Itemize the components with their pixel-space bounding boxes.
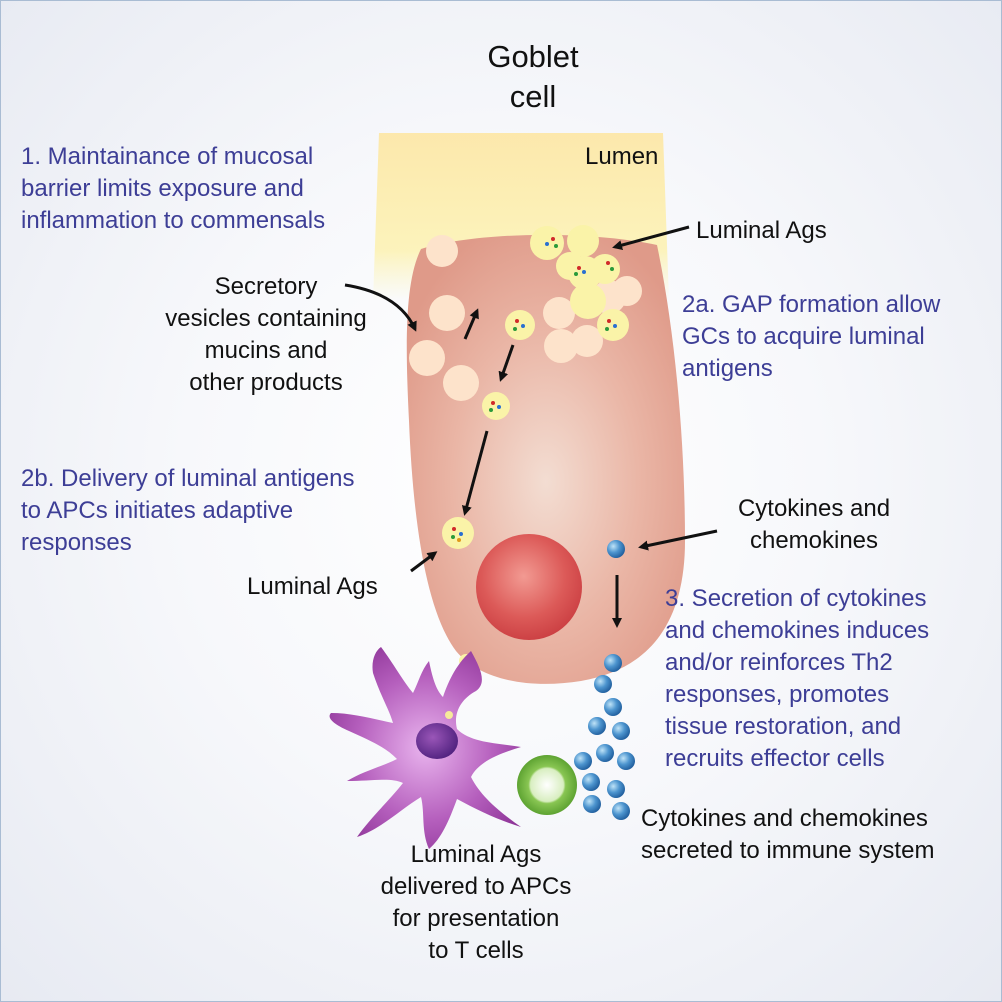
cytokine-particles xyxy=(574,540,635,820)
luminal-ags-left-label: Luminal Ags xyxy=(247,573,378,600)
goblet-cell-body xyxy=(406,234,685,684)
delivered-to-apcs-label: Luminal Ags delivered to APCs for presen… xyxy=(380,841,572,964)
arrow-cytokines-in xyxy=(638,529,718,551)
arrow-vesicle-path-1 xyxy=(498,344,515,382)
lumen-label: Lumen xyxy=(585,143,659,170)
step-2a-text: 2a. GAP formation allow GCs to acquire l… xyxy=(682,291,941,382)
step-1-text: 1. Maintainance of mucosal barrier limit… xyxy=(21,143,326,234)
step-3-text: 3. Secretion of cytokines and chemokines… xyxy=(665,585,930,772)
arrow-vesicle-path-2 xyxy=(461,430,489,516)
t-cell xyxy=(517,755,577,815)
arrow-luminal-ags-top xyxy=(612,225,690,251)
cytokines-bottom-label: Cytokines and chemokines secreted to imm… xyxy=(641,805,935,864)
step-2b-text: 2b. Delivery of luminal antigens to APCs… xyxy=(21,465,355,556)
nucleus xyxy=(476,534,582,640)
arrows xyxy=(344,225,718,628)
arrow-secretory xyxy=(344,283,417,332)
diagram-title: Goblet cell xyxy=(487,39,579,114)
mucin-vesicles xyxy=(409,235,642,401)
secretory-vesicles-label: Secretory vesicles containing mucins and… xyxy=(165,273,367,396)
luminal-ags-top-label: Luminal Ags xyxy=(696,217,827,244)
apc-nucleus xyxy=(416,723,458,759)
arrow-vesicle-up xyxy=(463,308,479,340)
arrow-luminal-ags-left xyxy=(410,551,438,573)
apc-antigen-vesicle xyxy=(445,711,453,719)
cytokines-top-label: Cytokines and chemokines xyxy=(737,495,891,554)
